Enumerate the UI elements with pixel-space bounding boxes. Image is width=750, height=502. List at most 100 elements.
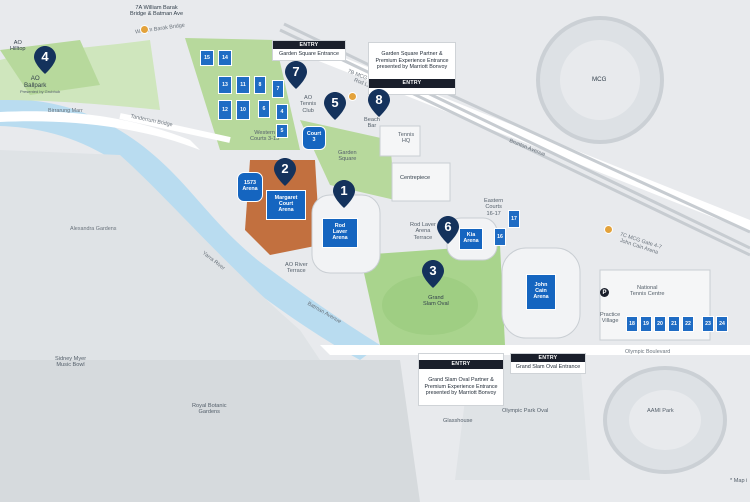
- map-pin-icon: [324, 92, 346, 120]
- court-15[interactable]: 15: [200, 50, 214, 66]
- pin-7[interactable]: 7: [285, 61, 307, 89]
- pin-number: 8: [375, 92, 383, 107]
- callout-title: Garden Square Entrance: [279, 51, 339, 58]
- road-batman: [0, 111, 200, 150]
- court-6[interactable]: 6: [258, 100, 270, 118]
- court-14[interactable]: 14: [218, 50, 232, 66]
- label-grand-slam-oval: Grand Slam Oval: [423, 295, 449, 308]
- label-tennis-hq: Tennis HQ: [398, 132, 415, 145]
- park-western-courts: [185, 38, 300, 150]
- label-eastern-courts: Eastern Courts 16-17: [484, 198, 504, 217]
- court-17[interactable]: 17: [508, 210, 520, 228]
- callout-garden-square-entrance[interactable]: ENTRY Garden Square Entrance: [272, 40, 346, 61]
- pin-number: 6: [444, 219, 452, 234]
- map-pin-icon: [437, 216, 459, 244]
- label-ao-ballpark: AO Ballpark: [24, 75, 47, 90]
- label-national-tennis-centre: National Tennis Centre: [630, 285, 665, 298]
- callout-header: ENTRY: [511, 354, 585, 363]
- label-sidney-myer: Sidney Myer Music Bowl: [55, 356, 87, 369]
- map-pin-icon: [333, 180, 355, 208]
- court-21[interactable]: 21: [668, 316, 680, 332]
- label-birrarung-marr: Birrarung Marr: [48, 108, 83, 114]
- court-22[interactable]: 22: [682, 316, 694, 332]
- court-16[interactable]: 16: [494, 228, 506, 246]
- label-alexandra-gardens: Alexandra Gardens: [70, 226, 117, 232]
- map-pin-icon: [285, 61, 307, 89]
- court-10[interactable]: 10: [236, 100, 250, 120]
- label-centrepiece: Centrepiece: [400, 175, 431, 181]
- label-garden-square: Garden Square: [338, 150, 357, 163]
- pin-2[interactable]: 2: [274, 158, 296, 186]
- label-western-courts: Western Courts 3-15: [250, 130, 280, 143]
- label-olympic-boulevard: Olympic Boulevard: [625, 349, 671, 355]
- court-5[interactable]: 5: [276, 124, 288, 138]
- court-3[interactable]: Court 3: [302, 126, 326, 150]
- label-beach-bar: Beach Bar: [364, 117, 380, 130]
- pin-number: 5: [331, 95, 339, 110]
- callout-title: Grand Slam Oval Partner & Premium Experi…: [424, 377, 498, 397]
- road-olympic: [320, 345, 750, 355]
- grand-slam-oval-lawn: [382, 275, 478, 335]
- court-18[interactable]: 18: [626, 316, 638, 332]
- map-pin-icon: [422, 260, 444, 288]
- callout-title: Garden Square Partner & Premium Experien…: [375, 51, 449, 71]
- label-ao-hilltop: AO Hilltop: [10, 40, 26, 53]
- callout-header: ENTRY: [273, 41, 345, 50]
- label-royal-botanic: Royal Botanic Gardens: [192, 403, 227, 416]
- label-aami-park: AAMI Park: [647, 408, 674, 414]
- map-pin-icon: [274, 158, 296, 186]
- pin-number: 4: [41, 49, 49, 64]
- court-11[interactable]: 11: [236, 76, 250, 94]
- callout-gso-partner[interactable]: ENTRY Grand Slam Oval Partner & Premium …: [418, 353, 504, 407]
- pin-5[interactable]: 5: [324, 92, 346, 120]
- callout-title: Grand Slam Oval Entrance: [515, 364, 581, 371]
- map-pin-icon: [34, 46, 56, 74]
- pin-number: 7: [292, 64, 300, 79]
- label-ao-ballpark-sub: Presented by Grubhub: [20, 89, 61, 94]
- map-pin-icon: [368, 89, 390, 117]
- label-mcg: MCG: [592, 76, 607, 83]
- rod-laver-arena[interactable]: Rod Laver Arena: [322, 218, 358, 248]
- court-13[interactable]: 13: [218, 76, 232, 94]
- pin-number: 2: [281, 161, 289, 176]
- pin-6[interactable]: 6: [437, 216, 459, 244]
- court-8[interactable]: 8: [254, 76, 266, 94]
- tanderrum-bridge: [119, 113, 231, 143]
- parking-icon: P: [600, 288, 609, 297]
- label-olympic-park-oval: Olympic Park Oval: [502, 408, 549, 414]
- label-footnote: * Map i: [730, 478, 748, 484]
- label-ao-river-terrace: AO River Terrace: [285, 262, 308, 275]
- tennis-hq-building: [379, 125, 421, 157]
- callout-header: ENTRY: [369, 79, 455, 88]
- centrepiece-building: [391, 162, 451, 202]
- gate-7a-marker[interactable]: [140, 25, 149, 34]
- label-practice-village: Practice Village: [600, 312, 621, 325]
- label-ao-tennis-club: AO Tennis Club: [300, 95, 317, 114]
- park-alexandra: [0, 150, 320, 360]
- pin-3[interactable]: 3: [422, 260, 444, 288]
- kia-arena[interactable]: Kia Arena: [459, 228, 483, 250]
- court-23[interactable]: 23: [702, 316, 714, 332]
- label-william-barak: 7A William Barak Bridge & Batman Ave: [130, 5, 184, 18]
- pin-4[interactable]: 4: [34, 46, 56, 74]
- court-4[interactable]: 4: [276, 104, 288, 120]
- john-cain-arena[interactable]: John Cain Arena: [526, 274, 556, 310]
- court-19[interactable]: 19: [640, 316, 652, 332]
- court-20[interactable]: 20: [654, 316, 666, 332]
- gate-7c-marker[interactable]: [604, 225, 613, 234]
- gate-7b-marker[interactable]: [348, 92, 357, 101]
- callout-gso-entrance[interactable]: ENTRY Grand Slam Oval Entrance: [510, 353, 586, 374]
- margaret-court-arena[interactable]: Margaret Court Arena: [266, 190, 306, 220]
- callout-garden-square-partner[interactable]: Garden Square Partner & Premium Experien…: [368, 42, 456, 96]
- pin-number: 1: [340, 183, 348, 198]
- court-24[interactable]: 24: [716, 316, 728, 332]
- pin-1[interactable]: 1: [333, 180, 355, 208]
- label-glasshouse: Glasshouse: [443, 418, 473, 424]
- park-botanic: [0, 360, 420, 502]
- court-12[interactable]: 12: [218, 100, 232, 120]
- 1573-arena[interactable]: 1573 Arena: [237, 172, 263, 202]
- rail-lines: [279, 22, 750, 257]
- pin-8[interactable]: 8: [368, 89, 390, 117]
- court-7[interactable]: 7: [272, 80, 284, 98]
